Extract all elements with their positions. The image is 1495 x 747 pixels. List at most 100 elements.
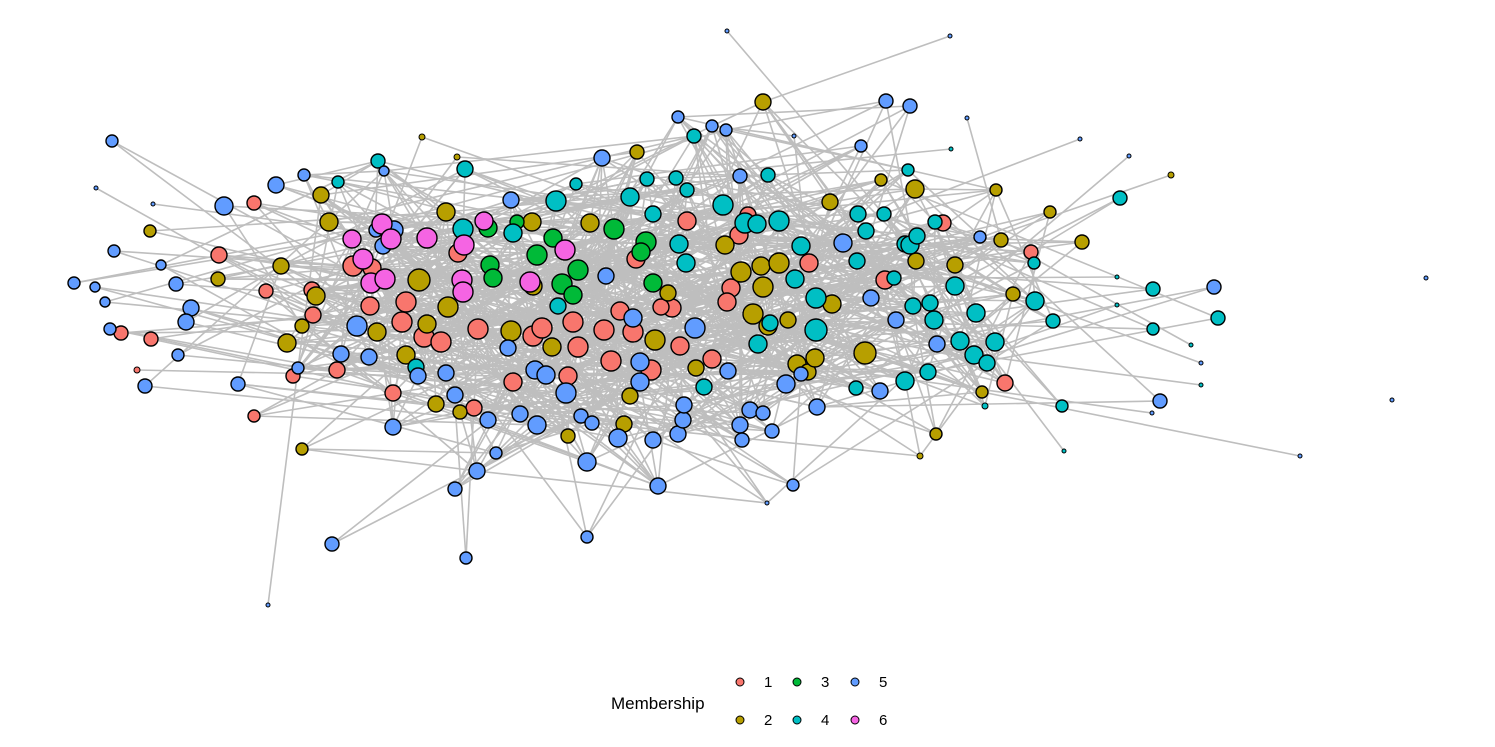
network-node-group-4 <box>1114 302 1120 308</box>
network-node-group-5 <box>719 362 737 380</box>
network-edge <box>567 375 764 414</box>
network-node-group-5 <box>786 478 800 492</box>
network-node-group-2 <box>319 212 339 232</box>
network-node-group-5 <box>764 500 770 506</box>
legend-swatch-2 <box>735 715 745 725</box>
network-node-group-5 <box>649 477 667 495</box>
node-layer <box>67 28 1429 608</box>
network-edge <box>237 383 497 454</box>
legend-entry-1: 1 <box>735 674 772 691</box>
network-node-group-5 <box>776 374 796 394</box>
network-edge <box>796 363 1153 414</box>
network-node-group-1 <box>384 384 402 402</box>
network-edge <box>445 372 679 435</box>
network-node-group-5 <box>928 335 946 353</box>
network-node-group-2 <box>418 133 426 141</box>
network-edge <box>95 187 417 368</box>
network-node-group-4 <box>679 182 695 198</box>
network-edge <box>586 345 681 538</box>
network-edge <box>564 249 906 382</box>
network-node-group-5 <box>155 259 167 271</box>
network-edge <box>113 250 373 269</box>
network-edge <box>392 375 419 428</box>
network-edge <box>177 354 338 371</box>
network-edge <box>934 221 1036 302</box>
network-node-group-1 <box>143 331 159 347</box>
network-node-group-2 <box>946 256 964 274</box>
network-edge <box>541 145 862 329</box>
network-node-group-2 <box>522 212 542 232</box>
network-node-group-5 <box>854 139 868 153</box>
network-node-group-5 <box>409 367 427 385</box>
network-node-group-4 <box>966 303 986 323</box>
network-edge <box>907 169 1161 402</box>
network-edge <box>454 222 591 490</box>
network-edge <box>447 306 467 559</box>
network-node-group-4 <box>1198 382 1204 388</box>
network-edge <box>301 279 463 327</box>
network-node-group-5 <box>1077 136 1083 142</box>
network-node-group-5 <box>793 366 809 382</box>
network-node-group-2 <box>312 186 330 204</box>
network-node-group-5 <box>489 446 503 460</box>
network-node-group-6 <box>374 268 396 290</box>
network-edge <box>73 229 395 284</box>
network-node-group-2 <box>993 232 1009 248</box>
network-node-group-4 <box>1112 190 1128 206</box>
network-node-group-1 <box>600 350 622 372</box>
network-edge <box>267 367 299 606</box>
network-edge <box>829 188 916 203</box>
network-node-group-5 <box>871 382 889 400</box>
network-node-group-6 <box>380 228 402 250</box>
network-edge <box>842 242 983 393</box>
network-edge <box>914 188 1036 302</box>
network-node-group-4 <box>760 167 776 183</box>
network-node-group-5 <box>502 191 520 209</box>
network-edge <box>275 184 383 225</box>
network-edge <box>675 169 909 179</box>
network-node-group-3 <box>643 273 663 293</box>
network-node-group-3 <box>526 244 548 266</box>
network-node-group-1 <box>467 318 489 340</box>
network-edge <box>796 236 981 365</box>
network-node-group-2 <box>436 202 456 222</box>
network-node-group-5 <box>291 361 305 375</box>
network-node-group-4 <box>644 205 662 223</box>
network-node-group-4 <box>1055 399 1069 413</box>
legend-entry-6: 6 <box>850 712 887 729</box>
network-edge <box>815 174 1172 299</box>
network-node-group-5 <box>332 345 350 363</box>
network-node-group-5 <box>833 233 853 253</box>
network-node-group-4 <box>785 269 805 289</box>
network-node-group-4 <box>639 171 655 187</box>
network-node-group-1 <box>531 317 553 339</box>
network-node-group-5 <box>168 276 184 292</box>
network-node-group-5 <box>177 313 195 331</box>
legend-swatch-1 <box>735 677 745 687</box>
network-node-group-5 <box>1297 453 1303 459</box>
legend-swatch-3 <box>792 677 802 687</box>
network-node-group-2 <box>580 213 600 233</box>
network-node-group-1 <box>717 292 737 312</box>
network-edge <box>393 229 494 279</box>
network-node-group-4 <box>620 187 640 207</box>
network-edge <box>589 157 603 224</box>
network-node-group-4 <box>1145 281 1161 297</box>
network-node-group-4 <box>686 128 702 144</box>
network-node-group-2 <box>853 341 877 365</box>
network-node-group-5 <box>479 411 497 429</box>
network-node-group-5 <box>89 281 101 293</box>
network-node-group-1 <box>567 336 589 358</box>
network-edge <box>646 178 802 375</box>
network-node-group-4 <box>370 153 386 169</box>
network-node-group-5 <box>947 33 953 39</box>
network-edge <box>591 422 921 457</box>
network-node-group-2 <box>751 256 771 276</box>
network-edge <box>816 380 906 408</box>
network-node-group-4 <box>945 276 965 296</box>
network-node-group-4 <box>503 223 523 243</box>
network-node-group-1 <box>247 409 261 423</box>
network-edge <box>351 238 641 363</box>
network-node-group-5 <box>630 372 650 392</box>
network-node-group-5 <box>808 398 826 416</box>
